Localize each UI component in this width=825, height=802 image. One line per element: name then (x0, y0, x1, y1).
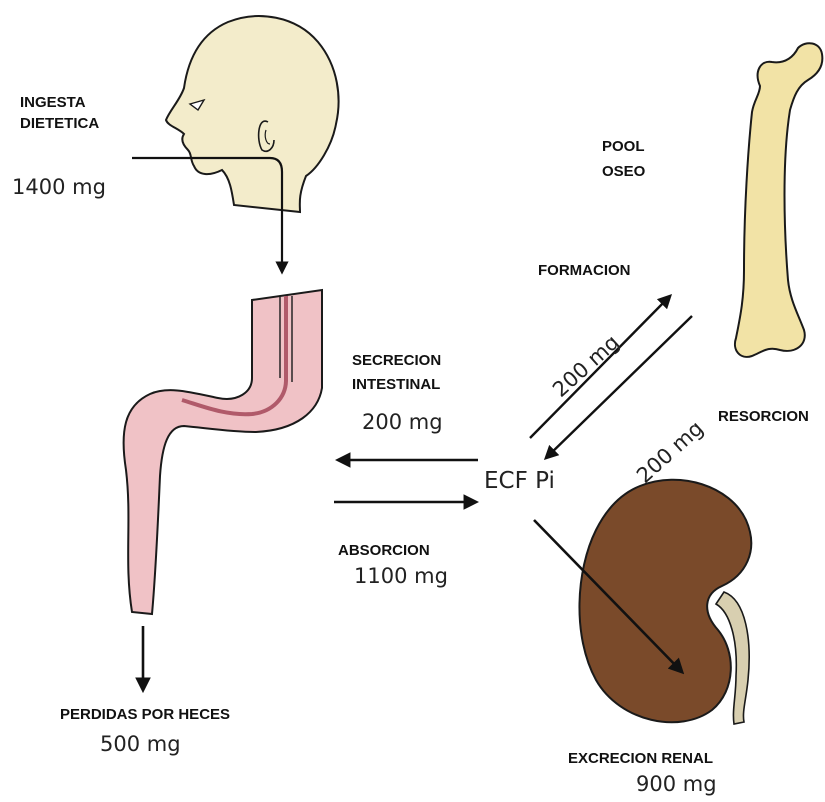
intake-label-line2: DIETETICA (20, 115, 99, 132)
bone-pool-line1: POOL (602, 138, 645, 155)
bone-pool-label: POOL OSEO (602, 138, 645, 181)
bone-pool-line2: OSEO (602, 163, 645, 180)
renal-label: EXCRECION RENAL (568, 750, 713, 767)
secretion-label-line1: SECRECION (352, 352, 441, 369)
renal-amount: 900 mg (636, 772, 717, 796)
intake-label: INGESTA DIETETICA (20, 94, 99, 133)
intake-amount: 1400 mg (12, 175, 106, 199)
secretion-label-line2: INTESTINAL (352, 376, 441, 393)
feces-label: PERDIDAS POR HECES (60, 706, 230, 723)
absorption-amount: 1100 mg (354, 564, 448, 588)
femur-illustration (735, 43, 822, 357)
ecf-pi-label: ECF Pi (484, 468, 555, 494)
secretion-label: SECRECION INTESTINAL (352, 352, 441, 394)
absorption-label: ABSORCION (338, 542, 430, 559)
resorption-label: RESORCION (718, 408, 809, 425)
secretion-amount: 200 mg (362, 410, 443, 434)
head-illustration (166, 16, 339, 212)
kidney-illustration (579, 480, 751, 724)
formation-label: FORMACION (538, 262, 631, 279)
feces-amount: 500 mg (100, 732, 181, 756)
colon-illustration (124, 290, 322, 614)
intake-label-line1: INGESTA (20, 94, 99, 111)
